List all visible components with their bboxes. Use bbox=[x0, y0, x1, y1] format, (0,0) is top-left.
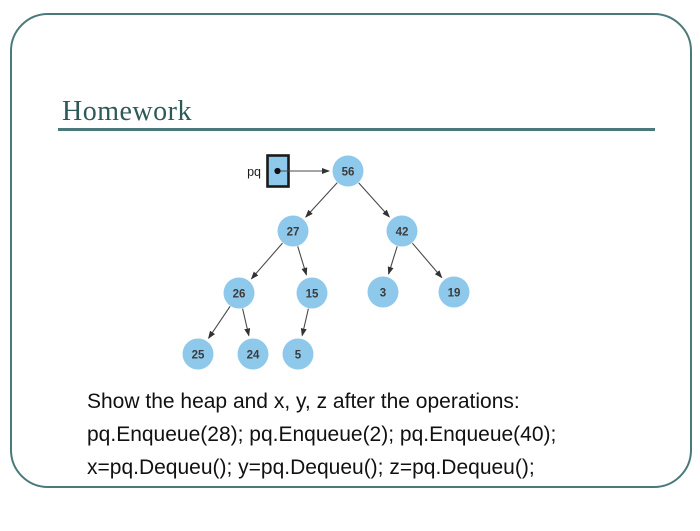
node-circle-3 bbox=[367, 276, 399, 308]
heap-node-56: 56 bbox=[332, 155, 364, 187]
pq-pointer-dot bbox=[274, 167, 281, 175]
node-circle-5 bbox=[282, 338, 314, 370]
heap-node-25: 25 bbox=[182, 338, 214, 370]
heap-node-27: 27 bbox=[277, 215, 309, 247]
pq-pointer-label: pq bbox=[247, 165, 261, 179]
edge-27-15 bbox=[297, 246, 308, 276]
heap-node-24: 24 bbox=[237, 338, 269, 370]
node-value-27: 27 bbox=[287, 227, 300, 239]
exercise-line-1: Show the heap and x, y, z after the oper… bbox=[87, 390, 520, 413]
node-circle-19 bbox=[438, 276, 470, 308]
slide-border-frame bbox=[10, 13, 692, 488]
node-value-24: 24 bbox=[247, 350, 260, 362]
node-value-3: 3 bbox=[380, 288, 386, 300]
edge-56-42 bbox=[358, 182, 390, 218]
node-value-26: 26 bbox=[233, 289, 246, 301]
node-circle-24 bbox=[237, 338, 269, 370]
node-circle-26 bbox=[223, 277, 255, 309]
heap-node-3: 3 bbox=[367, 276, 399, 308]
exercise-line-2: pq.Enqueue(28); pq.Enqueue(2); pq.Enqueu… bbox=[87, 423, 557, 446]
exercise-text-block: Show the heap and x, y, z after the oper… bbox=[87, 385, 556, 484]
node-value-25: 25 bbox=[192, 350, 205, 362]
edge-26-24 bbox=[242, 308, 251, 337]
heap-node-42: 42 bbox=[386, 215, 418, 247]
node-circle-25 bbox=[182, 338, 214, 370]
node-value-42: 42 bbox=[396, 227, 409, 239]
edge-56-27 bbox=[305, 182, 338, 218]
node-value-5: 5 bbox=[295, 350, 302, 362]
edge-42-3 bbox=[387, 246, 398, 275]
node-value-19: 19 bbox=[448, 288, 461, 300]
heap-node-5: 5 bbox=[282, 338, 314, 370]
edge-26-25 bbox=[208, 305, 231, 340]
heap-node-15: 15 bbox=[296, 277, 328, 309]
edge-15-5 bbox=[300, 308, 309, 337]
node-value-15: 15 bbox=[306, 289, 319, 301]
heap-node-26: 26 bbox=[223, 277, 255, 309]
title-underline bbox=[58, 128, 655, 131]
heap-node-19: 19 bbox=[438, 276, 470, 308]
edge-42-19 bbox=[411, 242, 443, 279]
node-value-56: 56 bbox=[342, 167, 355, 179]
node-circle-56 bbox=[332, 155, 364, 187]
node-circle-15 bbox=[296, 277, 328, 309]
node-circle-27 bbox=[277, 215, 309, 247]
exercise-line-3: x=pq.Dequeu(); y=pq.Dequeu(); z=pq.Deque… bbox=[87, 456, 535, 479]
node-circle-42 bbox=[386, 215, 418, 247]
edge-27-26 bbox=[250, 242, 283, 280]
slide-title: Homework bbox=[62, 96, 192, 127]
